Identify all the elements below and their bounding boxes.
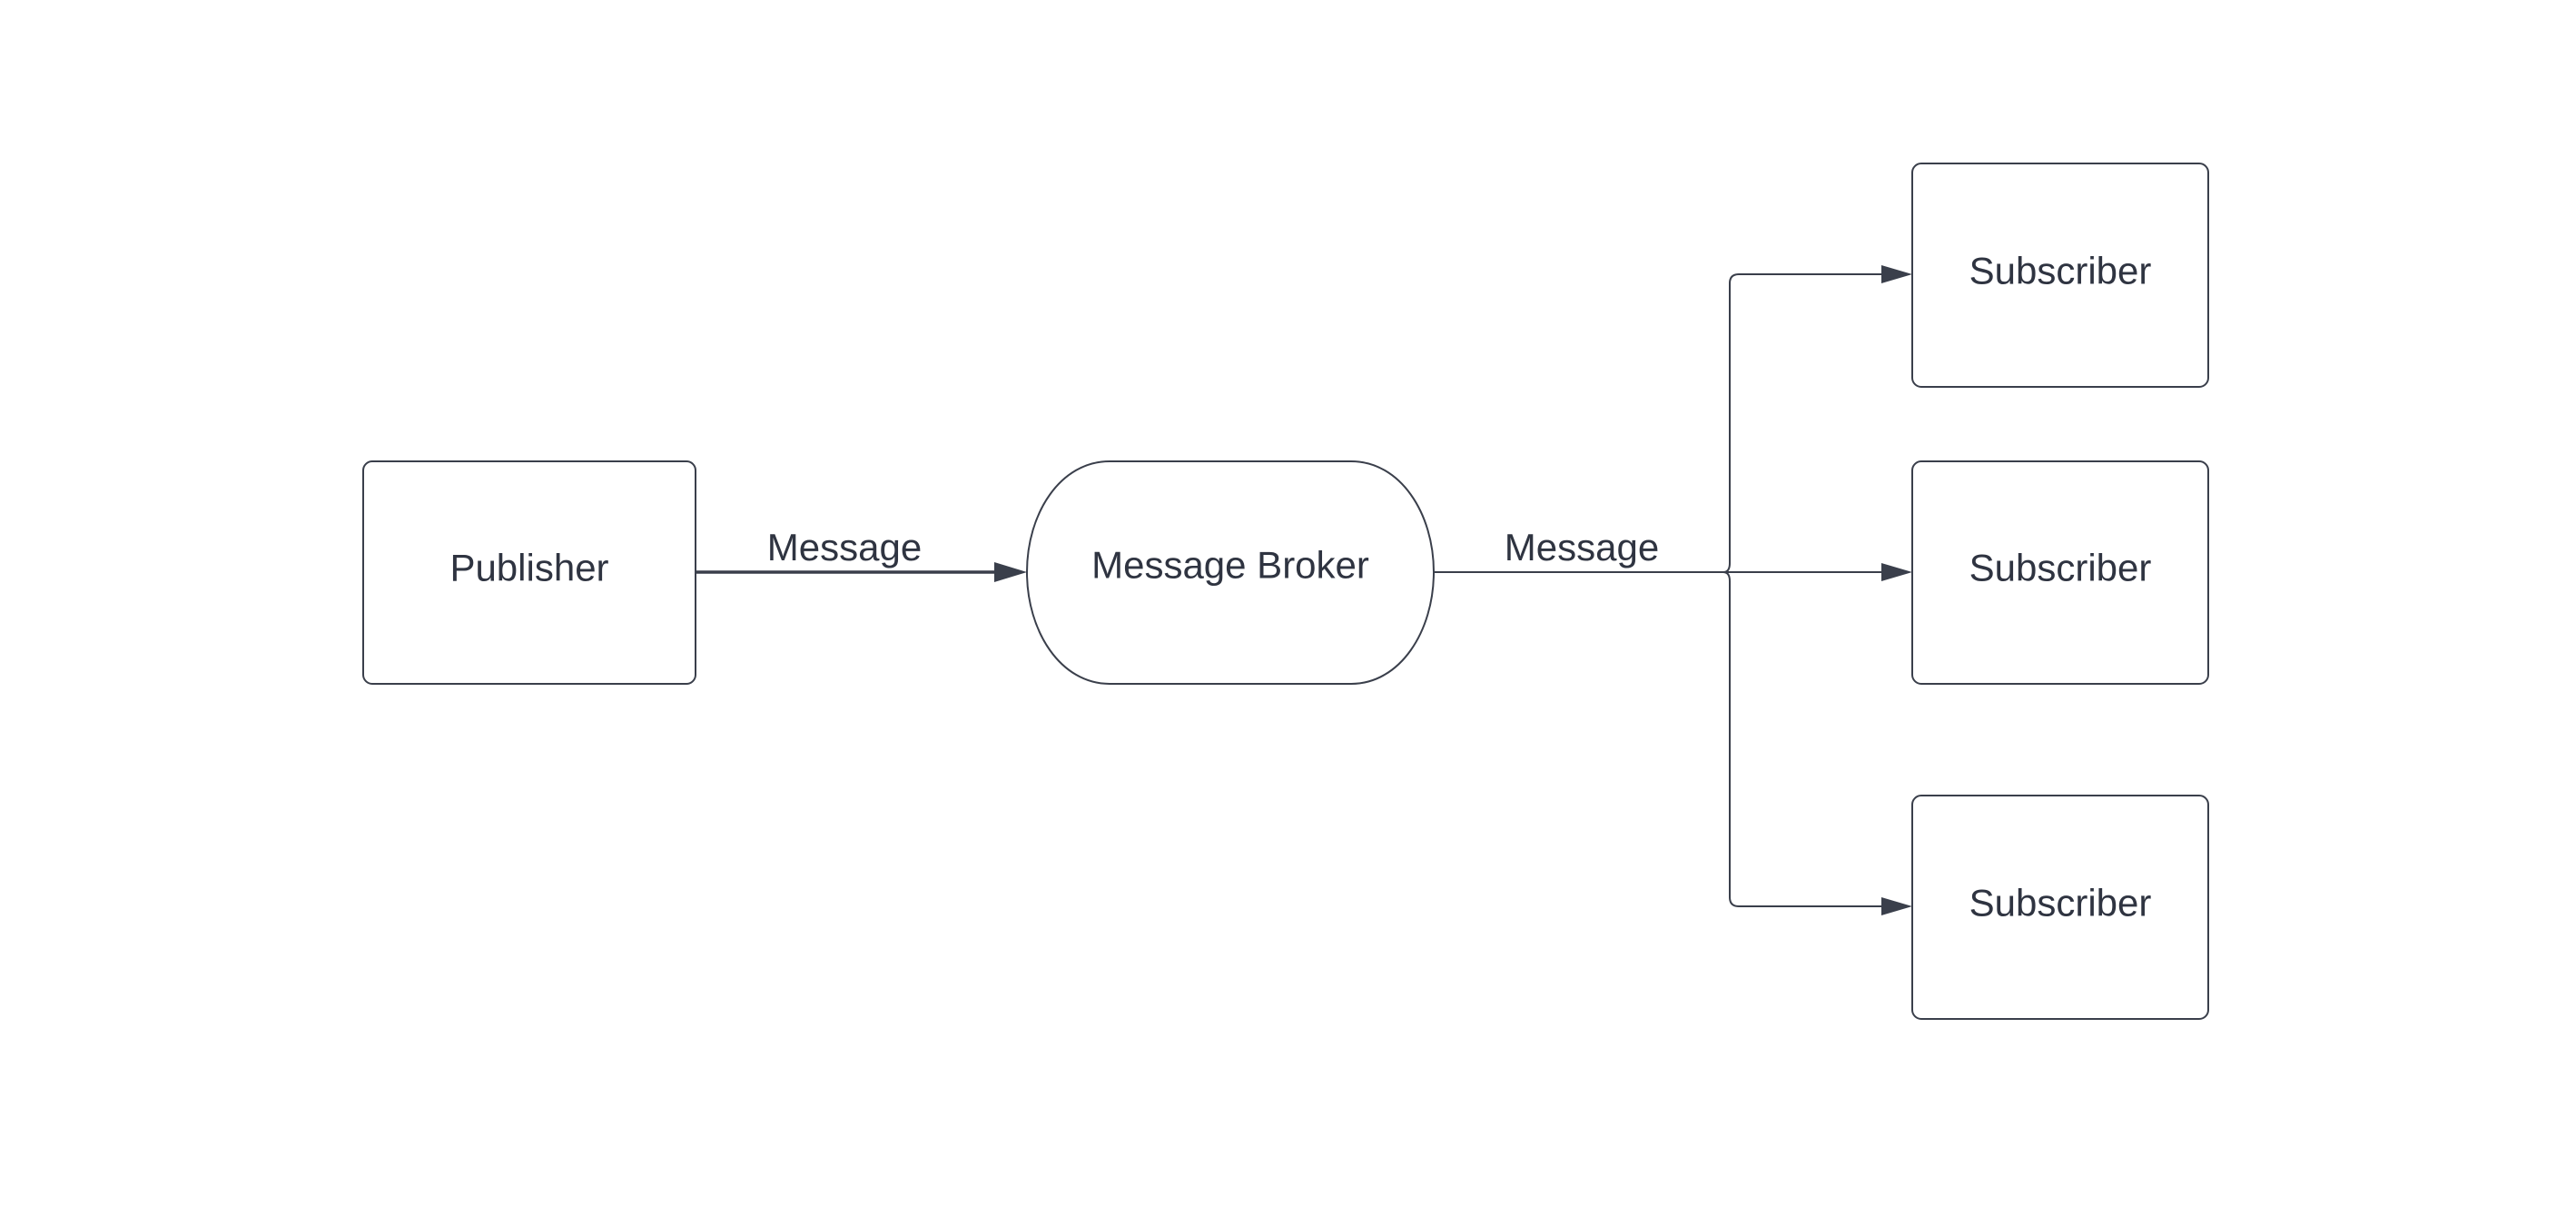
edge-broker-to-subscribers-label: Message: [1505, 526, 1659, 569]
subscriber-node-3[interactable]: Subscriber: [1911, 795, 2209, 1020]
edge-branch-top-line: [1729, 273, 1881, 563]
message-broker-node[interactable]: Message Broker: [1025, 460, 1436, 685]
subscriber-label: Subscriber: [1969, 250, 2152, 292]
subscriber-label: Subscriber: [1969, 547, 2152, 589]
edge-publisher-to-broker[interactable]: Message: [696, 526, 1027, 582]
subscriber-box: [1911, 795, 2209, 1020]
edge-broker-to-subscribers[interactable]: Message: [1434, 265, 1912, 915]
subscriber-box: [1911, 163, 2209, 388]
arrow-head-icon: [1881, 563, 1912, 581]
subscriber-label: Subscriber: [1969, 882, 2152, 924]
subscriber-box: [1911, 460, 2209, 685]
publisher-label: Publisher: [449, 547, 608, 589]
edge-publisher-to-broker-label: Message: [767, 526, 922, 569]
arrow-head-icon: [994, 562, 1027, 582]
message-broker-shape: [1025, 460, 1436, 685]
edge-junction-hook: [1722, 562, 1731, 582]
publisher-node[interactable]: Publisher: [362, 460, 696, 685]
arrow-head-icon: [1881, 897, 1912, 915]
subscriber-node-2[interactable]: Subscriber: [1911, 460, 2209, 685]
arrow-head-icon: [1881, 265, 1912, 283]
edge-branch-bottom-line: [1729, 581, 1881, 907]
message-broker-label: Message Broker: [1091, 544, 1369, 587]
subscriber-node-1[interactable]: Subscriber: [1911, 163, 2209, 388]
